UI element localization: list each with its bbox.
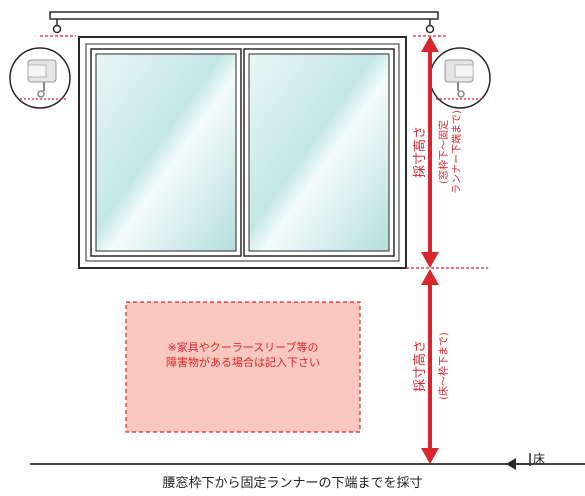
obstacle-area	[125, 301, 361, 433]
lower-measure-label: 採寸高さ (床〜枠下まで)	[412, 332, 450, 400]
floor-label: 床	[533, 452, 546, 466]
left-detail-circle	[9, 47, 71, 109]
obstacle-note: ※家具やクーラースリーブ等の 障害物がある場合は記入下さい	[126, 340, 360, 370]
curtain-rail	[49, 11, 439, 34]
right-glass	[248, 53, 390, 252]
upper-detail-2: ランナー下端まで)	[450, 110, 463, 194]
arrow-left-icon	[506, 453, 531, 470]
upper-title: 採寸高さ	[412, 126, 428, 178]
lower-title: 採寸高さ	[412, 340, 428, 392]
upper-detail-1: (窓枠下〜固定	[437, 120, 450, 184]
left-glass	[95, 53, 237, 252]
window	[78, 36, 407, 269]
right-detail-circle	[429, 47, 491, 109]
lower-measure-arrow	[421, 269, 439, 464]
caption: 腰窓枠下から固定ランナーの下端までを採寸	[162, 476, 423, 491]
runner-hook-icon	[37, 90, 45, 98]
left-runner-icon	[52, 24, 62, 34]
right-runner-icon	[425, 24, 435, 34]
upper-measure-label: 採寸高さ (窓枠下〜固定 ランナー下端まで)	[412, 110, 463, 194]
upper-measure-arrow	[421, 36, 439, 268]
runner-hook-icon	[457, 90, 465, 98]
obstacle-note-line-1: ※家具やクーラースリーブ等の	[167, 341, 319, 354]
lower-detail: (床〜枠下まで)	[437, 332, 450, 400]
obstacle-note-line-2: 障害物がある場合は記入下さい	[166, 356, 320, 369]
